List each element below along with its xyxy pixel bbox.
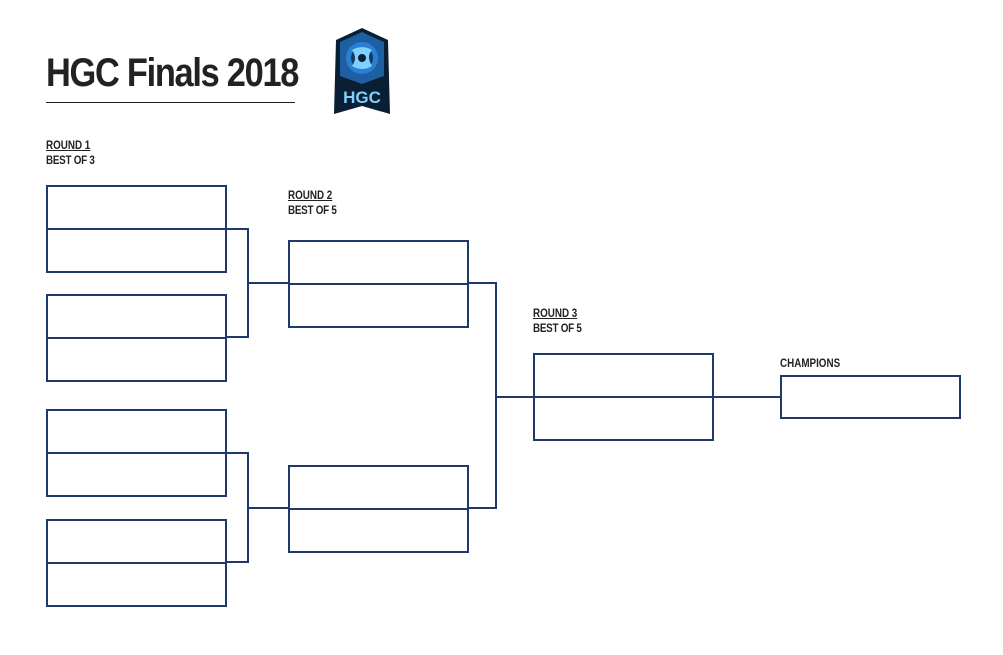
connector-r1-bottom — [226, 452, 288, 563]
round-2-name: ROUND 2 — [288, 188, 333, 202]
team-divider — [48, 452, 225, 454]
team-divider — [48, 562, 225, 564]
connector-r2 — [468, 282, 534, 509]
round-2-best-of: BEST OF 5 — [288, 203, 337, 217]
logo-text: HGC — [343, 88, 381, 107]
page-title: HGC Finals 2018 — [46, 51, 299, 95]
round-1-match-4[interactable] — [46, 519, 227, 607]
connector-r1-top — [226, 228, 288, 338]
round-1-best-of: BEST OF 3 — [46, 153, 95, 167]
round-1-match-3[interactable] — [46, 409, 227, 497]
round-1-match-1[interactable] — [46, 185, 227, 273]
champion-slot[interactable] — [780, 375, 961, 419]
round-2-match-1[interactable] — [288, 240, 469, 328]
round-2-match-2[interactable] — [288, 465, 469, 553]
team-divider — [48, 228, 225, 230]
champions-label: CHAMPIONS — [780, 356, 841, 370]
team-divider — [535, 396, 712, 398]
round-1-label: ROUND 1 BEST OF 3 — [46, 138, 95, 168]
round-3-name: ROUND 3 — [533, 306, 578, 320]
round-3-best-of: BEST OF 5 — [533, 321, 582, 335]
round-3-match[interactable] — [533, 353, 714, 441]
round-2-label: ROUND 2 BEST OF 5 — [288, 188, 337, 218]
team-divider — [290, 508, 467, 510]
team-divider — [290, 283, 467, 285]
title-underline — [46, 102, 295, 103]
round-1-name: ROUND 1 — [46, 138, 91, 152]
hgc-logo-icon: HGC — [334, 28, 390, 114]
round-3-label: ROUND 3 BEST OF 5 — [533, 306, 582, 336]
team-divider — [48, 337, 225, 339]
round-1-match-2[interactable] — [46, 294, 227, 382]
